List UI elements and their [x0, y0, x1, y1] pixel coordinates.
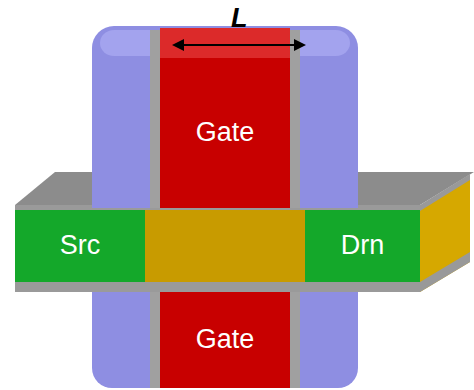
region-label: Src: [60, 231, 101, 261]
gate-oxide: [15, 205, 420, 292]
slab-side-oxide: [420, 174, 470, 211]
region-label: Gate: [196, 118, 255, 148]
spacer: [92, 26, 358, 208]
gate-top-face: [160, 28, 290, 58]
region-label: Gate: [196, 325, 255, 355]
dimension-label: L: [231, 4, 248, 34]
liner: [150, 292, 300, 388]
source-region: Src: [15, 210, 145, 282]
arrow-head: [172, 39, 184, 51]
gate-electrode: Gate: [160, 292, 290, 388]
gate-electrode: Gate: [160, 58, 290, 208]
spacer: [92, 292, 358, 388]
arrow-head: [294, 39, 306, 51]
gate-front: [160, 58, 290, 208]
region-label: Drn: [341, 231, 385, 261]
gate-front: [160, 292, 290, 388]
drain-region: Drn: [305, 210, 420, 282]
dimension-line: [178, 44, 300, 46]
slab-side-oxide: [420, 252, 470, 292]
channel: [15, 210, 420, 282]
